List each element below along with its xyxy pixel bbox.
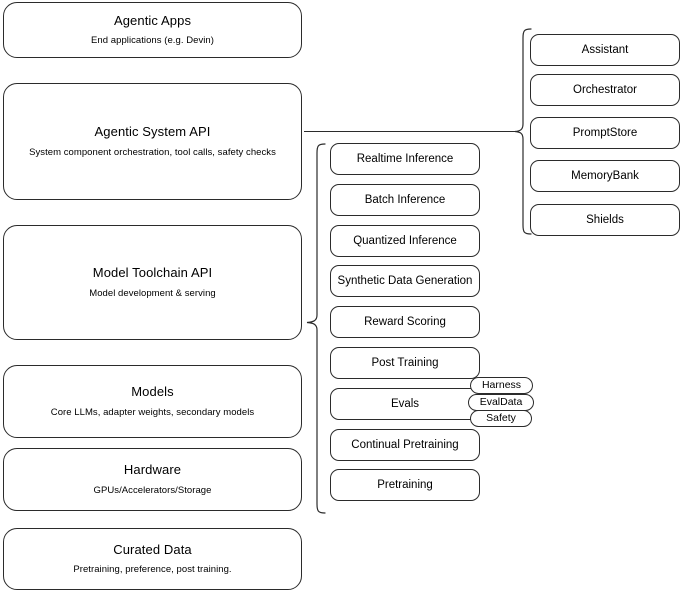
system-component-orchestrator[interactable]: Orchestrator — [530, 74, 680, 106]
system-component-shields[interactable]: Shields — [530, 204, 680, 236]
layer-subtitle: Model development & serving — [89, 287, 216, 299]
system-component-label: Assistant — [581, 43, 629, 56]
brace-toolchain-items — [306, 143, 326, 515]
system-component-label: PromptStore — [572, 126, 638, 139]
toolchain-item-label: Evals — [390, 397, 420, 410]
toolchain-item-label: Pretraining — [377, 478, 433, 491]
layer-models[interactable]: Models Core LLMs, adapter weights, secon… — [3, 365, 302, 438]
layer-subtitle: GPUs/Accelerators/Storage — [93, 484, 212, 496]
layer-title: Agentic System API — [94, 124, 211, 140]
layer-subtitle: End applications (e.g. Devin) — [91, 35, 214, 47]
eval-subitem-evaldata[interactable]: EvalData — [468, 394, 534, 411]
system-component-memorybank[interactable]: MemoryBank — [530, 160, 680, 192]
toolchain-item-label: Batch Inference — [364, 193, 446, 206]
layer-subtitle: Core LLMs, adapter weights, secondary mo… — [50, 406, 255, 418]
eval-subitem-safety[interactable]: Safety — [470, 410, 532, 427]
system-component-promptstore[interactable]: PromptStore — [530, 117, 680, 149]
toolchain-item-label: Quantized Inference — [353, 234, 457, 247]
toolchain-item-label: Realtime Inference — [356, 152, 454, 165]
eval-subitem-label: Safety — [486, 411, 516, 424]
toolchain-item-post-training[interactable]: Post Training — [330, 347, 480, 379]
layer-subtitle: System component orchestration, tool cal… — [29, 146, 276, 158]
toolchain-item-realtime-inference[interactable]: Realtime Inference — [330, 143, 480, 175]
system-component-label: Shields — [586, 213, 624, 226]
toolchain-item-continual-pretraining[interactable]: Continual Pretraining — [330, 429, 480, 461]
layer-agentic-system-api[interactable]: Agentic System API System component orch… — [3, 83, 302, 200]
layer-agentic-apps[interactable]: Agentic Apps End applications (e.g. Devi… — [3, 2, 302, 58]
system-component-label: MemoryBank — [571, 169, 639, 182]
toolchain-item-label: Synthetic Data Generation — [337, 274, 473, 287]
toolchain-item-quantized-inference[interactable]: Quantized Inference — [330, 225, 480, 257]
toolchain-item-batch-inference[interactable]: Batch Inference — [330, 184, 480, 216]
layer-title: Models — [131, 384, 174, 400]
toolchain-item-synthetic-data-generation[interactable]: Synthetic Data Generation — [330, 265, 480, 297]
eval-subitem-harness[interactable]: Harness — [470, 377, 533, 394]
connector-system-api-line — [304, 131, 516, 132]
eval-subitem-label: EvalData — [479, 395, 523, 408]
layer-model-toolchain-api[interactable]: Model Toolchain API Model development & … — [3, 225, 302, 340]
eval-subitem-label: Harness — [481, 378, 522, 391]
toolchain-item-pretraining[interactable]: Pretraining — [330, 469, 480, 501]
toolchain-item-label: Continual Pretraining — [351, 438, 459, 451]
layer-title: Agentic Apps — [113, 12, 192, 28]
layer-title: Curated Data — [113, 541, 192, 557]
toolchain-item-label: Reward Scoring — [364, 315, 446, 328]
layer-curated-data[interactable]: Curated Data Pretraining, preference, po… — [3, 528, 302, 590]
system-component-label: Orchestrator — [573, 83, 637, 96]
layer-subtitle: Pretraining, preference, post training. — [73, 564, 232, 576]
layer-hardware[interactable]: Hardware GPUs/Accelerators/Storage — [3, 448, 302, 511]
toolchain-item-label: Post Training — [371, 356, 439, 369]
layer-title: Model Toolchain API — [92, 265, 213, 281]
toolchain-item-evals[interactable]: Evals — [330, 388, 480, 420]
system-component-assistant[interactable]: Assistant — [530, 34, 680, 66]
layer-title: Hardware — [123, 462, 182, 478]
toolchain-item-reward-scoring[interactable]: Reward Scoring — [330, 306, 480, 338]
